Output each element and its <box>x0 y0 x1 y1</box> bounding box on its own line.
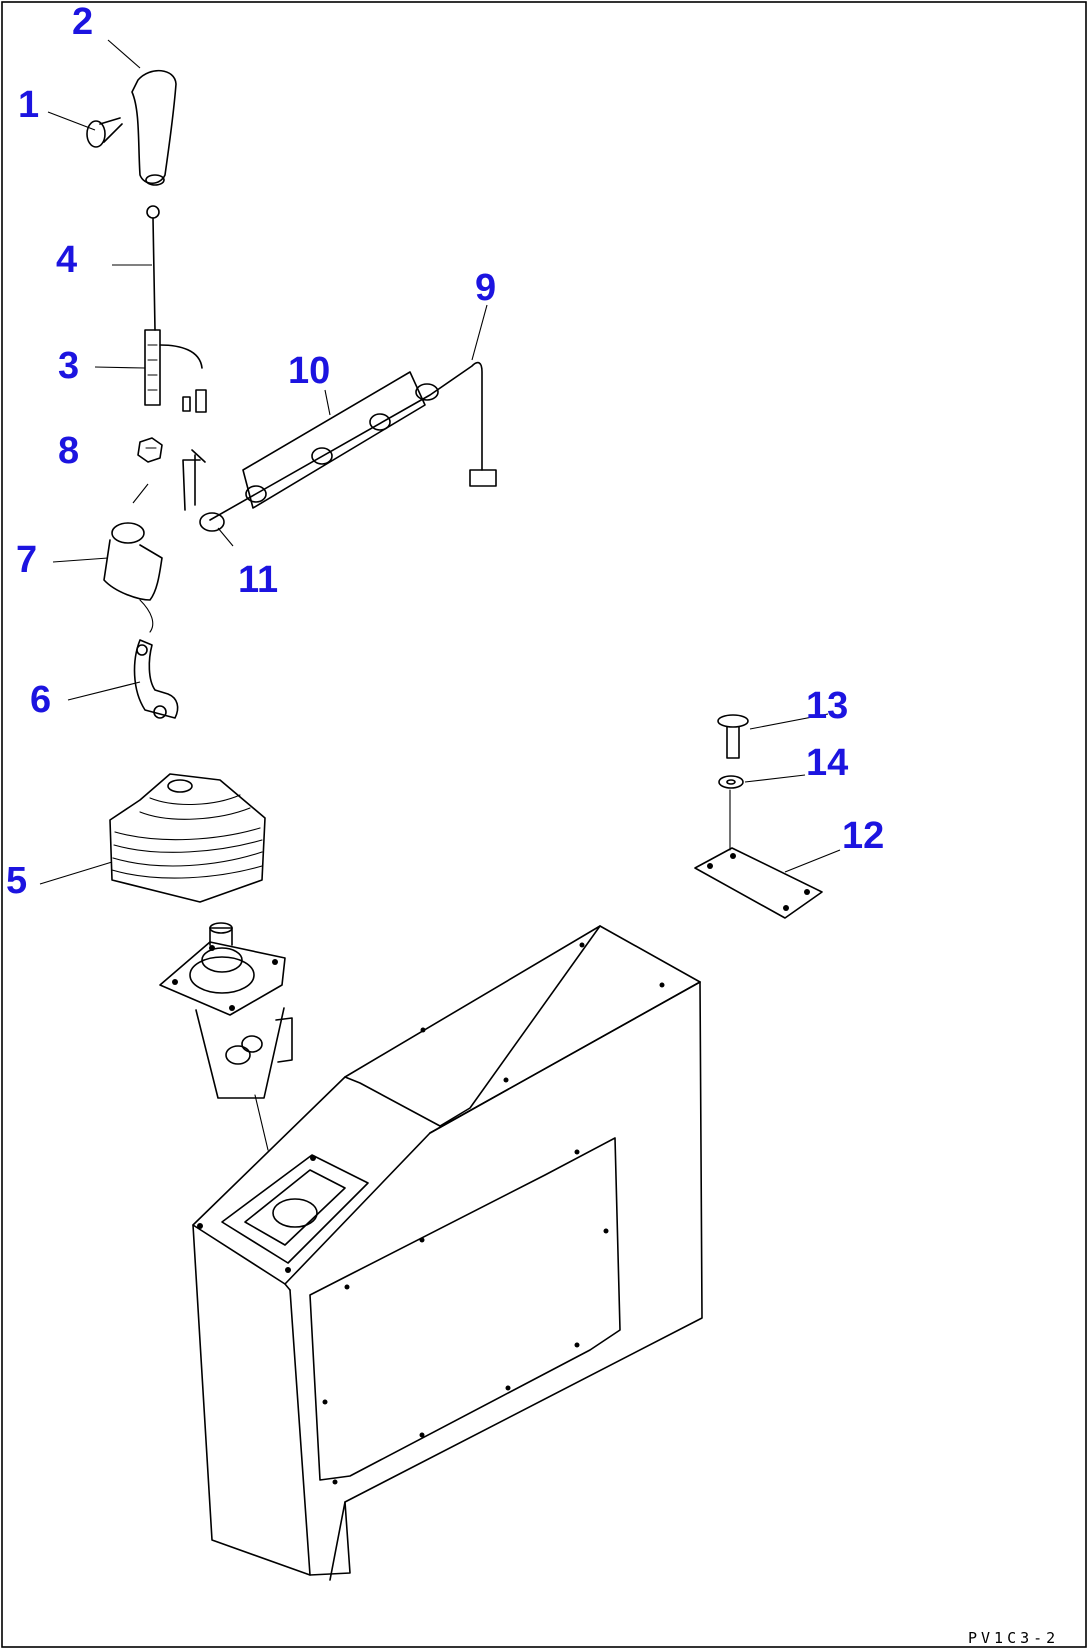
part-12-plate <box>694 789 823 919</box>
bracket <box>182 449 206 511</box>
callout-14: 14 <box>806 742 848 784</box>
part-5-boot <box>109 773 266 903</box>
callout-1: 1 <box>18 84 39 126</box>
callout-6: 6 <box>30 679 51 721</box>
leader-lines <box>39 39 841 885</box>
part-4-rod <box>146 205 160 331</box>
part-3-lever <box>144 329 207 413</box>
callout-4: 4 <box>56 239 77 281</box>
part-6-linkage <box>133 639 179 719</box>
part-14-washer <box>718 775 744 789</box>
callout-7: 7 <box>16 539 37 581</box>
callout-11: 11 <box>238 559 278 601</box>
pilot-valve-unit <box>159 922 293 1151</box>
part-1-pin <box>86 117 123 148</box>
callout-9: 9 <box>475 267 496 309</box>
part-10-wiring-cover <box>242 371 426 509</box>
callout-10: 10 <box>288 350 330 392</box>
part-11-clamps <box>199 383 439 532</box>
console-body <box>192 925 703 1581</box>
callout-2: 2 <box>72 1 93 43</box>
callout-13: 13 <box>806 685 848 727</box>
drawing-code: PV1C3-2 <box>968 1629 1059 1647</box>
part-9-wiring-harness <box>209 361 497 521</box>
part-13-bolt <box>717 714 749 759</box>
callout-8: 8 <box>58 430 79 472</box>
part-2-lever-grip <box>131 69 177 186</box>
callout-12: 12 <box>842 815 884 857</box>
part-7-holder <box>103 522 163 633</box>
part-8-nut <box>137 437 163 463</box>
callout-3: 3 <box>58 345 79 387</box>
callout-5: 5 <box>6 860 27 902</box>
